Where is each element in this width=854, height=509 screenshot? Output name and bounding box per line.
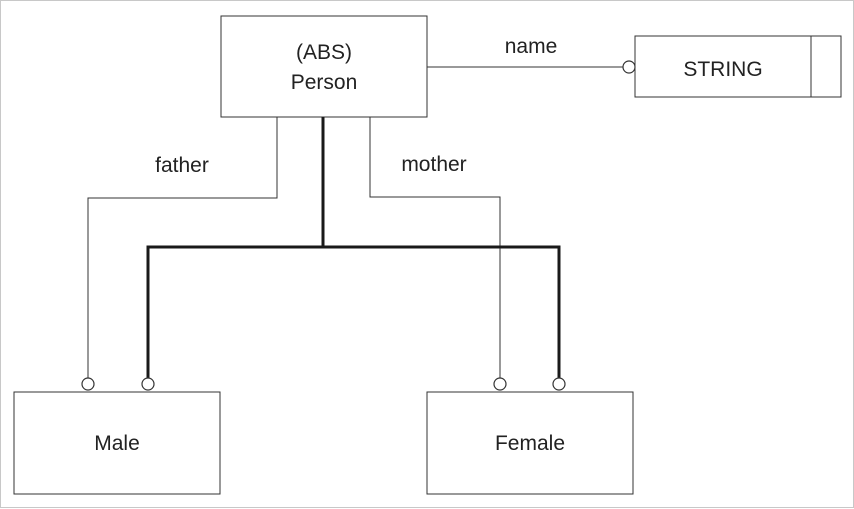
father-relation-label: father (155, 154, 209, 177)
name-relation[interactable]: name (427, 35, 636, 74)
father-relation-line (87, 117, 278, 378)
mother-relation-label: mother (401, 153, 466, 176)
person-name-label: Person (291, 71, 358, 94)
name-relation-label: name (505, 35, 558, 58)
male-subtype-marker (141, 377, 155, 391)
female-entity[interactable]: Female (426, 391, 634, 495)
string-entity-box (634, 35, 842, 98)
male-entity[interactable]: Male (13, 391, 221, 495)
male-entity-label: Male (94, 432, 140, 455)
female-entity-box (426, 391, 634, 495)
father-relation-optional-marker (81, 377, 95, 391)
female-subtype-marker (552, 377, 566, 391)
subtype-branch-line (146, 245, 561, 378)
name-relation-optional-marker (622, 60, 636, 74)
father-relation[interactable]: father (81, 117, 278, 391)
male-entity-box (13, 391, 221, 495)
mother-relation[interactable]: mother (369, 117, 507, 391)
person-abstract-label: (ABS) (296, 41, 352, 64)
female-entity-label: Female (495, 432, 565, 455)
string-entity-label: STRING (683, 58, 762, 81)
mother-relation-line (369, 117, 501, 378)
subtype-connector[interactable] (141, 117, 566, 391)
person-entity[interactable]: (ABS) Person (220, 15, 428, 118)
string-entity[interactable]: STRING (634, 35, 842, 98)
person-entity-box (220, 15, 428, 118)
mother-relation-optional-marker (493, 377, 507, 391)
